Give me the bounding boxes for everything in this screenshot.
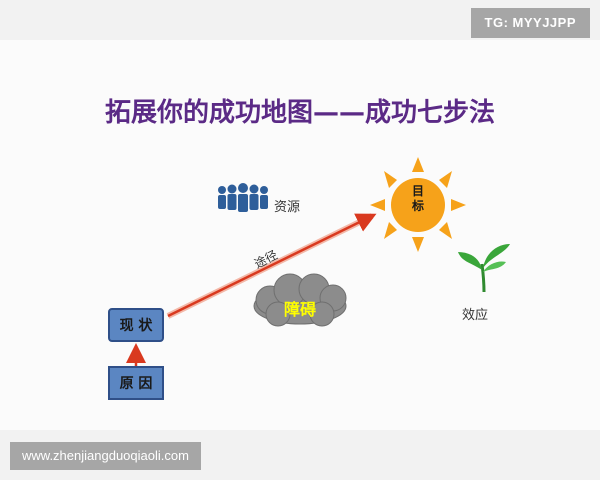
cause-box: 原 因 [108, 366, 164, 400]
barrier-label: 障碍 [283, 300, 316, 319]
people-icon [218, 183, 268, 212]
sprout-icon [458, 244, 510, 293]
resources-label: 资源 [274, 200, 301, 215]
diagram-title: 拓展你的成功地图——成功七步法 [104, 98, 495, 128]
watermark-bottom: www.zhenjiangduoqiaoli.com [10, 442, 201, 470]
diagram-background [0, 40, 600, 430]
watermark-top: TG: MYYJJPP [470, 8, 590, 38]
cloud-icon [253, 273, 347, 327]
goal-text: 目 标 [411, 184, 424, 213]
status-box: 现 状 [108, 308, 164, 342]
effect-label: 效应 [462, 308, 489, 323]
goal-label: 目 标 [400, 184, 436, 214]
path-arrow [167, 213, 377, 318]
sun-icon [370, 157, 466, 252]
